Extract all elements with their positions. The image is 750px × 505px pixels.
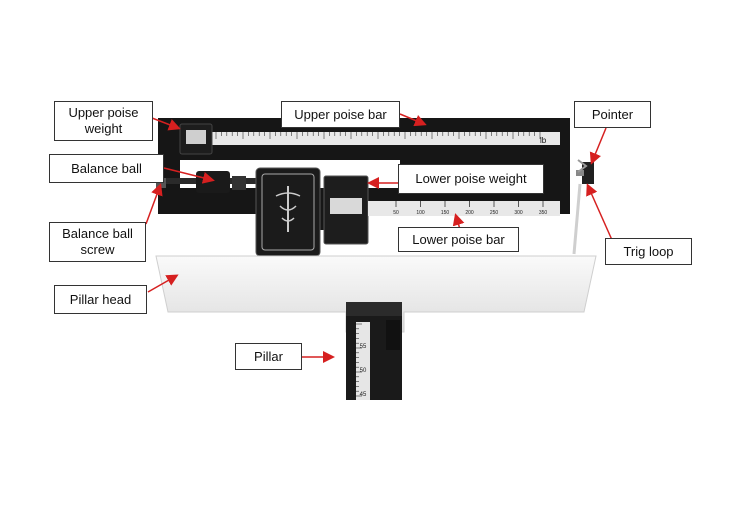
lower-bar-tick-label: 100 [416, 210, 425, 216]
caduceus-badge [255, 167, 321, 257]
lower-bar-tick-label: 150 [441, 210, 450, 216]
lower-bar-tick-label: 50 [393, 210, 399, 216]
lower-poise-weight [323, 175, 369, 245]
pillar-head [155, 255, 597, 333]
arrow-pointer [589, 127, 607, 165]
arrow-upper-poise-weight [151, 117, 181, 131]
lower-bar-tick-label: 250 [490, 210, 499, 216]
lower-bar-tick-label: 300 [514, 210, 523, 216]
arrow-balance-ball [163, 167, 215, 184]
upper-poise-weight [179, 123, 213, 155]
lower-bar-tick-label: 200 [465, 210, 474, 216]
trig-loop [572, 159, 588, 255]
label-pillar: Pillar [235, 343, 302, 370]
label-upper-poise-bar: Upper poise bar [281, 101, 400, 128]
lower-bar-tick-label: 350 [539, 210, 548, 216]
label-trig-loop: Trig loop [605, 238, 692, 265]
upper-unit-label: lb [540, 136, 547, 145]
label-lower-poise-weight: Lower poise weight [398, 164, 544, 194]
lower-poise-bar: 50 100 150 200 250 300 350 [368, 201, 560, 216]
label-pointer: Pointer [574, 101, 651, 128]
label-balance-ball-screw: Balance ball screw [49, 222, 146, 262]
callout-arrows [145, 113, 613, 363]
label-lower-poise-bar: Lower poise bar [398, 227, 519, 252]
label-pillar-head: Pillar head [54, 285, 147, 314]
label-balance-ball: Balance ball [49, 154, 164, 183]
pillar-tick-label: 55 [360, 344, 367, 350]
arrow-upper-poise-bar [399, 113, 427, 127]
pillar-tick-label: 45 [360, 392, 367, 398]
arrow-pillar-head [147, 274, 179, 293]
upper-poise-bar: lb [212, 132, 560, 145]
pillar-tick-label: 50 [360, 368, 367, 374]
arrow-trig-loop [586, 183, 613, 241]
pillar: 45 50 55 [346, 302, 402, 400]
label-upper-poise-weight: Upper poise weight [54, 101, 153, 141]
arrow-balance-ball-screw [145, 183, 163, 225]
balance-ball-screw [156, 178, 166, 188]
